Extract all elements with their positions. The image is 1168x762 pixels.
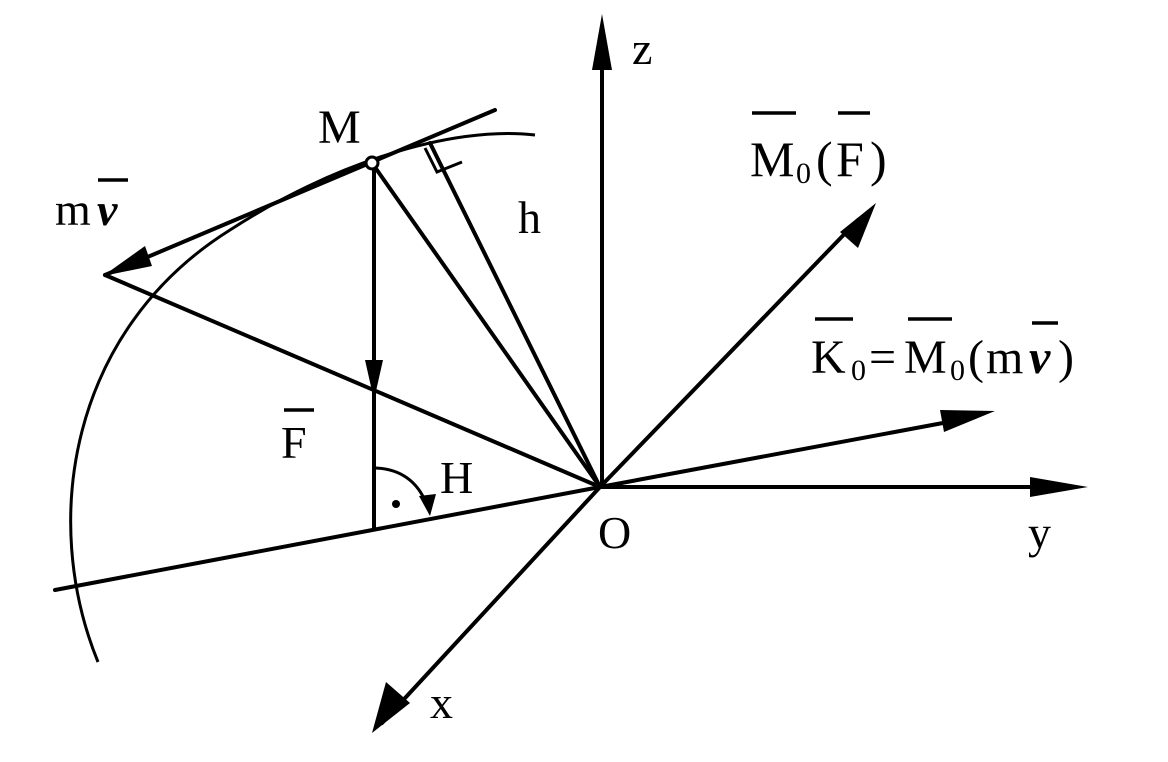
k0-sub1: 0	[851, 354, 866, 387]
angle-arc-arrowhead	[419, 494, 436, 516]
y-axis-arrowhead	[1030, 477, 1088, 497]
point-m	[364, 155, 380, 171]
k0-close: )	[1058, 331, 1074, 384]
label-o: O	[598, 507, 631, 558]
label-h-point: H	[440, 452, 473, 503]
label-m: M	[318, 101, 361, 154]
m0f-open: (	[816, 131, 833, 187]
k0-eq: =	[869, 331, 896, 384]
m0f-close: )	[870, 131, 887, 187]
label-angular-momentum: K 0 = M 0 ( m v )	[811, 317, 1074, 387]
angle-arc	[375, 466, 430, 509]
x-axis-arrowhead	[372, 682, 410, 733]
x-axis	[380, 485, 602, 725]
m0f-sub: 0	[796, 157, 811, 190]
perpendicular-h	[428, 141, 602, 489]
trajectory-curve	[69, 131, 536, 663]
k0-v: v	[1029, 331, 1051, 384]
m0f-m: M	[750, 131, 794, 187]
label-mv-m: m	[55, 184, 91, 235]
label-force: F	[281, 408, 314, 468]
label-x: x	[430, 677, 453, 728]
label-z: z	[632, 23, 652, 74]
angular-momentum-vector-arrowhead	[940, 410, 995, 432]
right-angle-mark	[423, 147, 463, 174]
velocity-arrowhead	[103, 246, 152, 276]
label-moment-of-force: M 0 ( F )	[750, 111, 887, 190]
label-y: y	[1028, 507, 1051, 558]
k0-k: K	[811, 331, 846, 384]
label-h-distance: h	[518, 192, 541, 243]
moment-vector-line	[598, 218, 860, 489]
label-momentum: m v	[55, 178, 128, 235]
tangent-line	[103, 108, 497, 277]
line-om	[370, 161, 602, 489]
label-f: F	[281, 417, 307, 468]
line-o-to-mv	[103, 273, 602, 489]
label-mv-v: v	[97, 184, 118, 235]
force-f-arrowhead	[365, 360, 383, 400]
k0-sub2: 0	[950, 354, 965, 387]
angle-dot	[392, 500, 400, 508]
line-o-to-h	[53, 485, 602, 592]
angular-momentum-vector-line	[598, 415, 977, 489]
z-axis-arrowhead	[592, 14, 612, 70]
moment-vector-arrowhead	[840, 203, 876, 248]
k0-m: M	[904, 331, 947, 384]
m0f-f: F	[836, 131, 864, 187]
k0-mass: m	[986, 331, 1023, 384]
k0-open: (	[968, 331, 984, 384]
